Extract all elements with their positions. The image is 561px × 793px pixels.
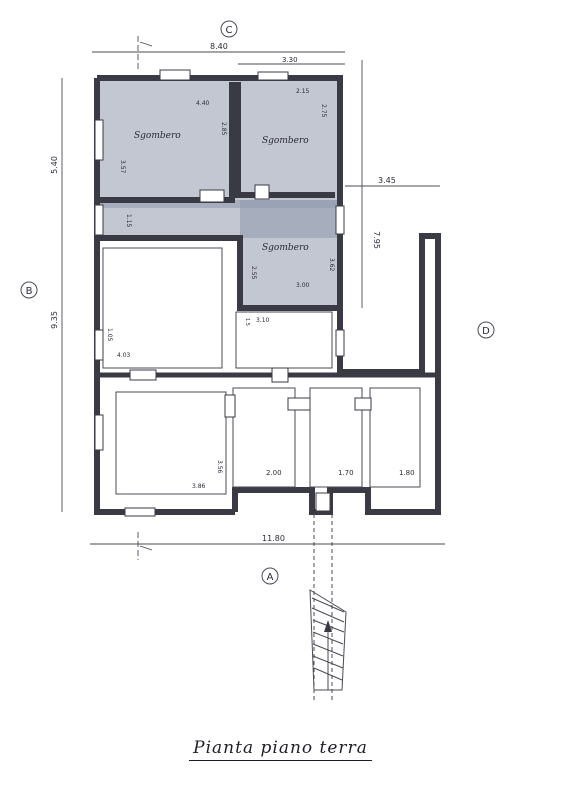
room3-h3: 3.62 <box>328 258 335 272</box>
dim-bottom-total: 11.80 <box>262 534 285 543</box>
axis-c-label: C <box>226 25 233 36</box>
drawing-title: Pianta piano terra <box>0 738 561 761</box>
room2-h: 2.75 <box>320 104 327 118</box>
door-4 <box>271 367 289 383</box>
room1-name: Sgombero <box>134 131 181 141</box>
bottom-d-w: 1.80 <box>399 469 415 477</box>
door-7 <box>224 394 236 418</box>
door-8 <box>315 492 331 512</box>
axis-b-label: B <box>26 286 33 297</box>
window-6 <box>159 69 191 81</box>
axis-a-circle <box>261 567 279 585</box>
dim-right-vertical: 7.95 <box>372 231 381 249</box>
small-mid-h: 1.5 <box>244 318 250 326</box>
room3-h2: 2.55 <box>250 266 257 280</box>
left-mid-h: 1.05 <box>106 328 113 342</box>
room3-h1: 1.15 <box>125 214 132 228</box>
door-6 <box>354 397 372 411</box>
bottom-left-w: 3.86 <box>192 483 206 490</box>
dim-top-total: 8.40 <box>210 42 228 51</box>
left-mid-w: 4.03 <box>117 352 131 359</box>
wall-room1 <box>97 82 235 203</box>
wall-small-mid <box>235 311 333 369</box>
shade-room-top <box>97 78 340 208</box>
room1-h1: 2.85 <box>220 122 227 136</box>
section-marks <box>139 41 153 551</box>
bottom-left-h: 3.56 <box>216 460 223 474</box>
wall-east-wing <box>232 233 441 515</box>
window-4 <box>94 414 104 451</box>
dimension-labels: 8.40 3.30 3.45 5.40 9.35 7.95 11.80 <box>50 42 396 543</box>
dim-left-total: 9.35 <box>50 311 59 329</box>
wall-bottom-d <box>369 387 421 488</box>
wall-bottom-c <box>309 387 363 488</box>
window-7 <box>257 71 289 81</box>
window-2 <box>94 204 104 236</box>
axis-a-label: A <box>267 572 274 583</box>
bottom-b-w: 2.00 <box>266 469 282 477</box>
door-5 <box>287 397 311 411</box>
window-5 <box>124 507 156 517</box>
window-1 <box>94 119 104 161</box>
door-2 <box>254 184 270 200</box>
window-9 <box>335 329 345 357</box>
axis-d-label: D <box>482 326 490 337</box>
door-1 <box>199 189 225 203</box>
room1-w: 4.40 <box>196 100 210 107</box>
wall-bottom-left <box>115 391 227 495</box>
openings <box>94 69 372 517</box>
small-mid-w: 3.10 <box>256 317 270 324</box>
room2-w: 2.15 <box>296 88 310 95</box>
shaded-rooms <box>97 78 340 308</box>
staircase <box>309 514 347 700</box>
bottom-c-w: 1.70 <box>338 469 354 477</box>
window-3 <box>94 329 104 361</box>
wall-room2 <box>235 82 335 198</box>
window-8 <box>335 205 345 235</box>
axis-markers: C B D A <box>20 20 495 585</box>
shade-room-3 <box>240 200 340 308</box>
axis-b-circle <box>20 281 38 299</box>
wall-left-mid <box>102 247 223 369</box>
room-labels: Sgombero 4.40 2.85 3.57 Sgombero 2.15 2.… <box>106 88 415 490</box>
wall-bottom-b <box>232 387 296 488</box>
room3-w: 3.00 <box>296 282 310 289</box>
room2-name: Sgombero <box>262 136 309 146</box>
drawing-title-text: Pianta piano terra <box>189 738 372 761</box>
stair-arrow-head <box>324 620 332 632</box>
dimension-lines <box>61 36 445 560</box>
stair-outline <box>309 589 347 691</box>
room3-name: Sgombero <box>262 243 309 253</box>
wall-room3 <box>97 235 340 311</box>
room1-h2: 3.57 <box>119 160 126 174</box>
door-3 <box>129 369 157 381</box>
dim-right-partial: 3.45 <box>378 176 396 185</box>
dim-top-partial: 3.30 <box>282 56 298 64</box>
dim-left-upper: 5.40 <box>50 156 59 174</box>
axis-c-circle <box>220 20 238 38</box>
axis-d-circle <box>477 321 495 339</box>
